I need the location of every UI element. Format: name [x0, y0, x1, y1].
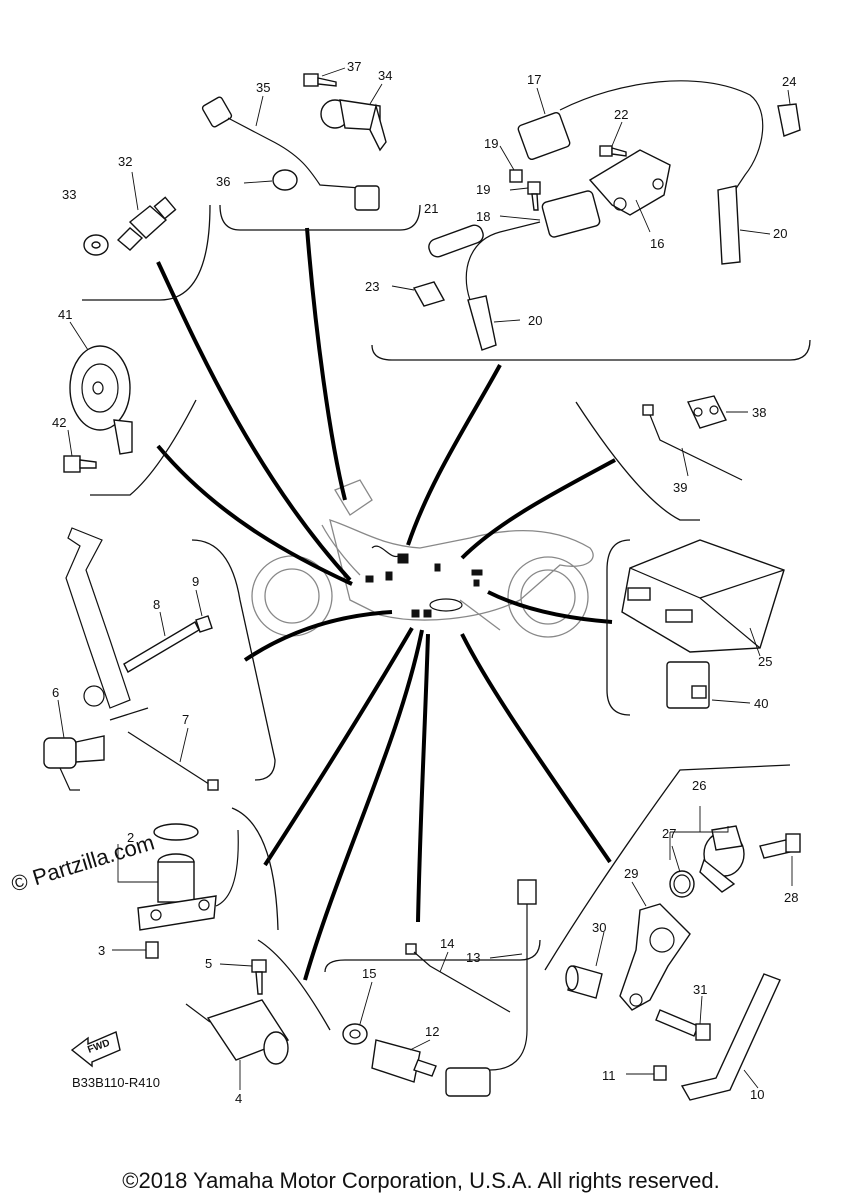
part-41-horn [69, 321, 133, 455]
label-38: 38 [752, 405, 766, 420]
copyright: ©2018 Yamaha Motor Corporation, U.S.A. A… [122, 1168, 719, 1193]
part-12-sensor [371, 1039, 437, 1083]
part-34-speed-sensor [320, 83, 387, 152]
part-37-bolt [303, 67, 346, 87]
part-6-neutral-switch [43, 699, 149, 791]
part-22-bolt [599, 121, 627, 157]
part-27-o-ring [669, 845, 695, 898]
label-31: 31 [693, 982, 707, 997]
part-42-bolt [63, 429, 97, 473]
label-19a: 19 [484, 136, 498, 151]
label-4: 4 [235, 1091, 242, 1106]
label-13: 13 [466, 950, 480, 965]
part-20-plug-cap-left [467, 295, 521, 351]
label-14: 14 [440, 936, 454, 951]
label-6: 6 [52, 685, 59, 700]
label-23: 23 [365, 279, 379, 294]
part-19-bolt-a [499, 145, 523, 183]
label-33: 33 [62, 187, 76, 202]
label-20b: 20 [773, 226, 787, 241]
location-markers [365, 545, 483, 618]
part-18-ignition-coil [465, 190, 601, 301]
part-labels: 2 3 4 5 6 7 8 9 10 11 12 13 14 15 16 17 … [52, 59, 798, 1106]
part-29-bracket [619, 881, 691, 1011]
part-15-washer [342, 981, 373, 1045]
label-20a: 20 [528, 313, 542, 328]
part-16-bracket [588, 149, 671, 233]
label-18: 18 [476, 209, 490, 224]
label-15: 15 [362, 966, 376, 981]
label-3: 3 [98, 943, 105, 958]
part-23-clip [391, 281, 446, 307]
label-30: 30 [592, 920, 606, 935]
part-24-clip [777, 89, 801, 137]
part-10-plate [680, 973, 781, 1101]
label-17: 17 [527, 72, 541, 87]
part-2-o-ring [153, 823, 199, 841]
label-7: 7 [182, 712, 189, 727]
label-37: 37 [347, 59, 361, 74]
label-32: 32 [118, 154, 132, 169]
label-10: 10 [750, 1087, 764, 1102]
part-5-bolt [219, 959, 267, 995]
part-31-bolt [655, 995, 711, 1041]
part-7-cable-tie [127, 727, 219, 791]
part-25-ecu [621, 539, 785, 657]
group-brackets [82, 204, 811, 1031]
label-21: 21 [424, 201, 438, 216]
label-40: 40 [754, 696, 768, 711]
label-12: 12 [425, 1024, 439, 1039]
label-42: 42 [52, 415, 66, 430]
part-21-boot [428, 224, 484, 258]
part-19-bolt-b [509, 181, 541, 211]
part-20-plug-cap-right [717, 185, 771, 265]
label-27: 27 [662, 826, 676, 841]
label-36: 36 [216, 174, 230, 189]
part-3-bolt [112, 941, 159, 959]
label-26: 26 [692, 778, 706, 793]
part-39-cable-tie [642, 404, 743, 481]
label-24: 24 [782, 74, 796, 89]
label-2: 2 [127, 830, 134, 845]
part-33-washer [83, 234, 109, 256]
label-39: 39 [673, 480, 687, 495]
label-16: 16 [650, 236, 664, 251]
label-28: 28 [784, 890, 798, 905]
label-8: 8 [153, 597, 160, 612]
part-13-lead-wire [445, 879, 537, 1097]
part-26-sensor [669, 806, 745, 893]
part-4-sensor [185, 999, 290, 1090]
label-22: 22 [614, 107, 628, 122]
part-40-relay [666, 661, 751, 709]
part-11-bolt [626, 1065, 667, 1081]
diagram-code: B33B110-R410 [72, 1075, 160, 1090]
label-9: 9 [192, 574, 199, 589]
label-35: 35 [256, 80, 270, 95]
part-1-sensor [117, 829, 239, 931]
label-19b: 19 [476, 182, 490, 197]
part-32-thermo-sensor [116, 171, 177, 251]
part-8-shift-rod [123, 611, 200, 673]
part-35-lead [201, 95, 380, 211]
label-29: 29 [624, 866, 638, 881]
part-30-spacer [565, 931, 605, 999]
part-9-nut [195, 589, 213, 633]
part-17-ignition-coil [517, 80, 764, 191]
label-25: 25 [758, 654, 772, 669]
part-shift-pedal [65, 527, 131, 709]
callout-lines [156, 227, 616, 981]
part-14-cable-tie [405, 943, 511, 1013]
part-38-clamp [687, 395, 748, 429]
watermark: © Partzilla.com [8, 830, 157, 897]
part-36-clamp [243, 169, 298, 191]
label-5: 5 [205, 956, 212, 971]
label-34: 34 [378, 68, 392, 83]
label-11: 11 [602, 1068, 616, 1083]
part-28-bolt [759, 833, 801, 886]
fwd-arrow-icon: FWD [70, 1031, 121, 1068]
label-41: 41 [58, 307, 72, 322]
